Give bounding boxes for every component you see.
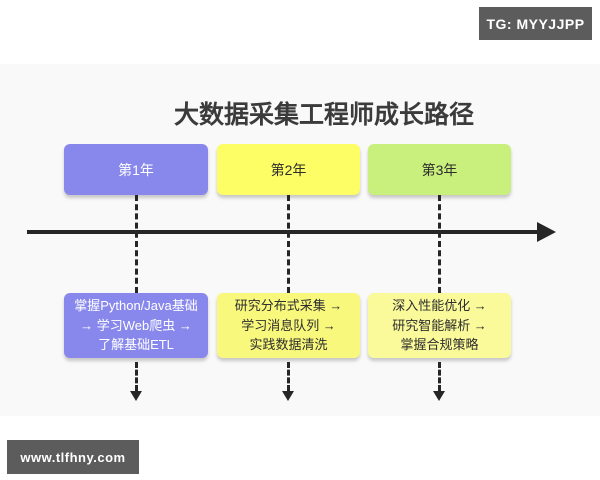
year-3-box: 第3年 (368, 144, 511, 195)
diagram-title: 大数据采集工程师成长路径 (173, 101, 474, 129)
year-2-box: 第2年 (217, 144, 360, 195)
year-1-tasks-box: 掌握Python/Java基础 → 学习Web爬虫 → 了解基础ETL (64, 293, 208, 358)
year-2-tasks-box: 研究分布式采集 → 学习消息队列 → 实践数据清洗 (217, 293, 360, 358)
telegram-watermark-badge: TG: MYYJJPP (479, 7, 592, 40)
dashed-connector-year3 (437, 195, 441, 293)
timeline-axis-arrowhead-icon (537, 222, 556, 242)
down-arrowhead-icon-year3 (433, 391, 445, 401)
down-arrowhead-icon-year1 (130, 391, 142, 401)
dashed-downline-year1 (134, 362, 138, 391)
website-watermark-badge: www.tlfhny.com (7, 440, 139, 474)
down-arrowhead-icon-year2 (282, 391, 294, 401)
year-1-box: 第1年 (64, 144, 208, 195)
dashed-downline-year3 (437, 362, 441, 391)
dashed-downline-year2 (286, 362, 290, 391)
year-3-tasks-box: 深入性能优化 → 研究智能解析 → 掌握合规策略 (368, 293, 511, 358)
timeline-axis-line (27, 230, 539, 234)
dashed-connector-year2 (286, 195, 290, 293)
dashed-connector-year1 (134, 195, 138, 293)
